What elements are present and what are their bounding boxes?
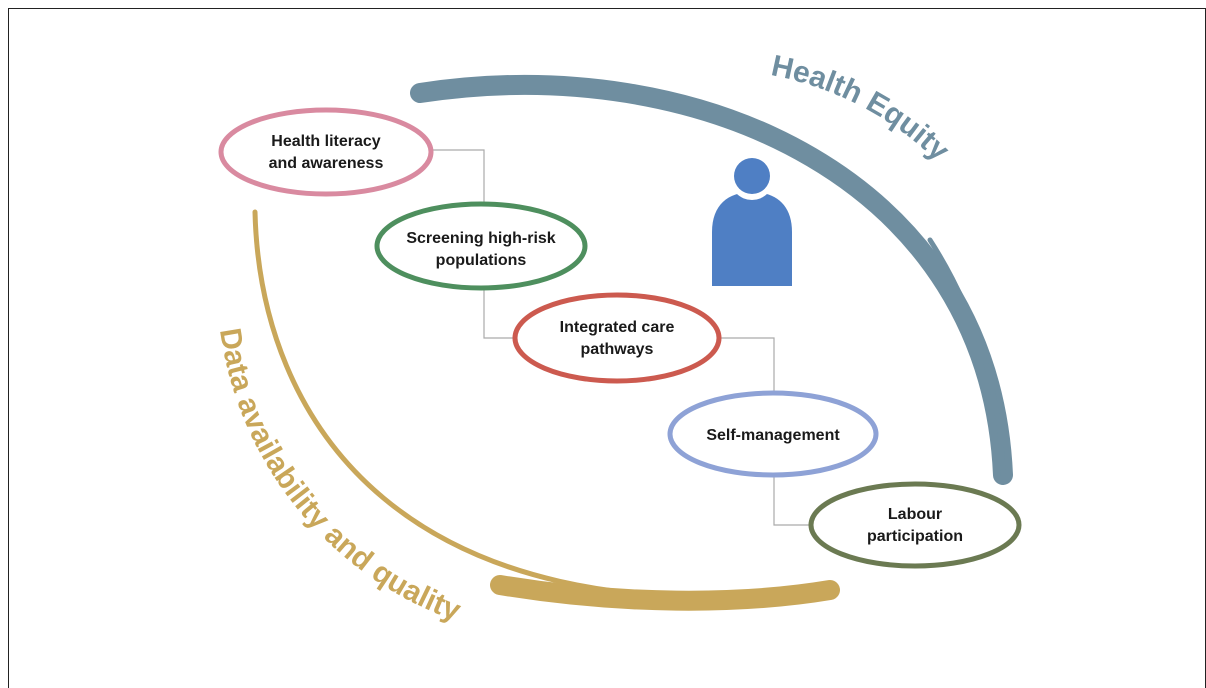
node-health-literacy-line1: Health literacy: [271, 133, 380, 150]
node-integrated-care-line2: pathways: [581, 341, 654, 358]
health-equity-arc-tail: [927, 237, 1006, 478]
node-integrated-care-line1: Integrated care: [560, 319, 675, 336]
node-labour-participation: Labour participation: [808, 481, 1022, 569]
person-body: [712, 192, 792, 286]
data-quality-arc-thick: [490, 575, 840, 611]
data-quality-label: Data availability and quality: [213, 326, 465, 628]
node-screening-ellipse: [374, 201, 588, 291]
person-head: [734, 158, 770, 194]
node-health-literacy-ellipse: [218, 107, 434, 197]
connector-4: [773, 475, 810, 526]
node-health-literacy-line2: and awareness: [269, 155, 384, 172]
person-icon: [712, 156, 792, 286]
node-screening-line1: Screening high-risk: [406, 230, 555, 247]
node-integrated-care-ellipse: [512, 292, 722, 384]
node-self-management-ellipse: [667, 390, 879, 478]
node-screening-line2: populations: [436, 252, 527, 269]
node-labour-line2: participation: [867, 528, 963, 545]
diagram-canvas: Health Equity Data availability and qual…: [213, 49, 1022, 628]
connector-1: [432, 149, 485, 203]
node-health-literacy: Health literacy and awareness: [218, 107, 434, 197]
node-labour-line1: Labour: [888, 506, 942, 523]
connector-3: [718, 337, 775, 395]
node-self-management-line1: Self-management: [706, 427, 840, 444]
connectors: [432, 149, 810, 526]
health-equity-arc: [410, 75, 1013, 485]
connector-2: [483, 288, 515, 339]
node-screening: Screening high-risk populations: [374, 201, 588, 291]
node-labour-participation-ellipse: [808, 481, 1022, 569]
node-self-management: Self-management: [667, 390, 879, 478]
node-integrated-care: Integrated care pathways: [512, 292, 722, 384]
